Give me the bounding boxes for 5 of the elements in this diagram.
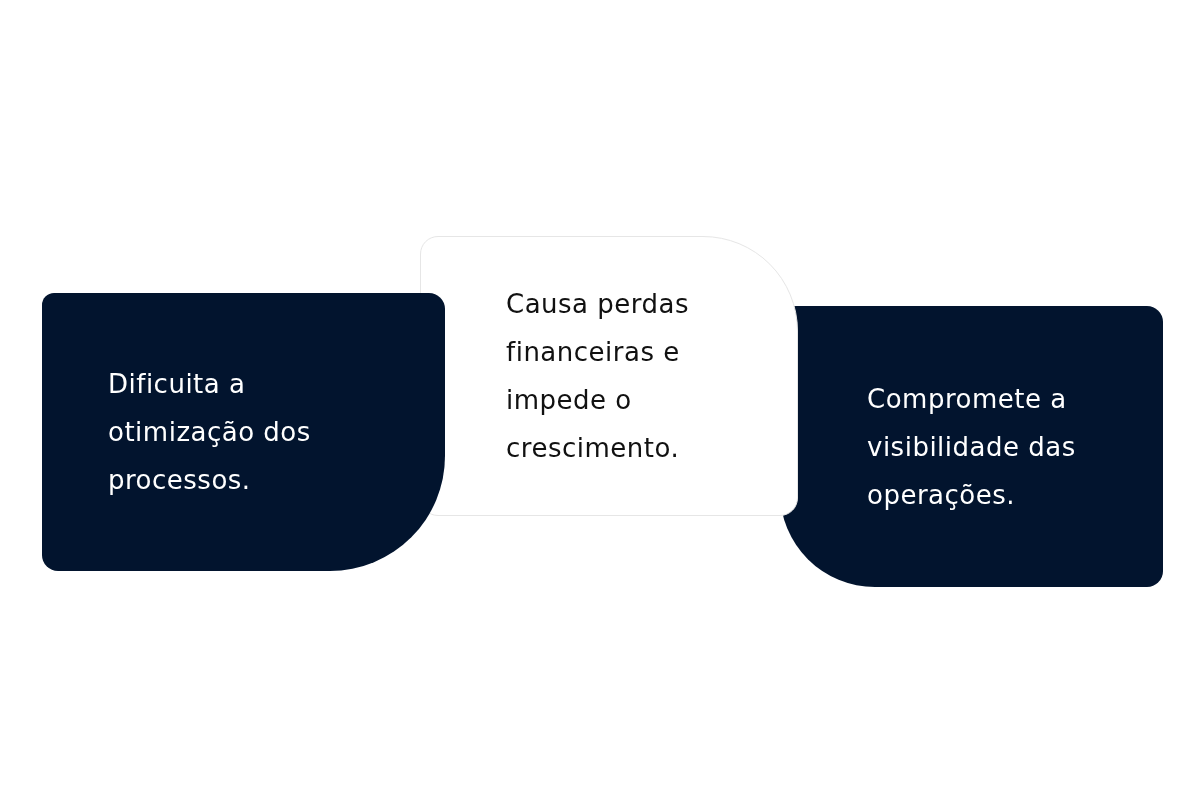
card: [42, 293, 445, 571]
card-text: Dificuita a otimização dos processos.: [108, 368, 312, 497]
card-text: Causa perdas financeiras e impede o crescimento.: [506, 288, 691, 465]
card: [420, 236, 798, 516]
card-text: Compromete a visibilidade das operações.: [867, 382, 1077, 512]
